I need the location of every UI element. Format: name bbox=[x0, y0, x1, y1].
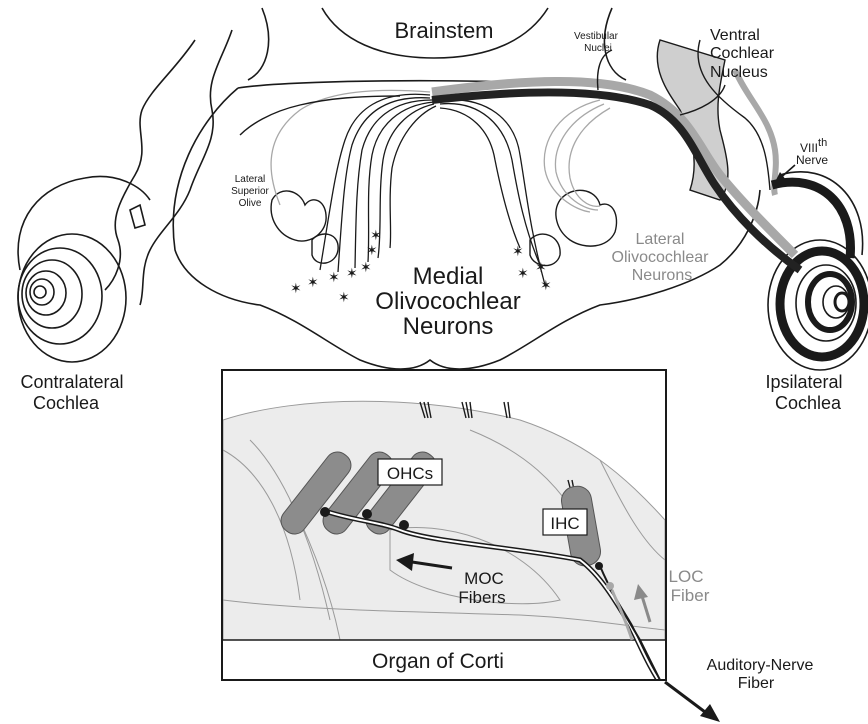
vcn-label-line2: Cochlear bbox=[710, 45, 775, 62]
moc-fibers-label-line2: Fibers bbox=[458, 588, 505, 607]
viii-nerve-word: Nerve bbox=[796, 153, 828, 167]
lso-label-line2: Superior bbox=[231, 186, 269, 197]
ipsilateral-cochlea-shape bbox=[768, 172, 868, 370]
an-fiber-arrow bbox=[665, 682, 705, 712]
contralateral-cochlea-label-line2: Cochlea bbox=[33, 393, 100, 413]
moc-fibers-label-line1: MOC bbox=[464, 569, 504, 588]
ihc-label: IHC bbox=[550, 514, 579, 533]
loc-neurons-label-line2: Olivocochlear bbox=[612, 249, 710, 266]
neuron-star: ✶ bbox=[360, 260, 372, 276]
moc-neurons-label-line2: Olivocochlear bbox=[375, 288, 520, 315]
loc-fiber-label-line1: LOC bbox=[669, 567, 704, 586]
organ-of-corti-label: Organ of Corti bbox=[372, 650, 504, 673]
neuron-star: ✶ bbox=[535, 260, 547, 276]
neuron-star: ✶ bbox=[307, 275, 319, 291]
neuron-star: ✶ bbox=[338, 290, 350, 306]
neuron-star: ✶ bbox=[512, 244, 524, 260]
an-fiber-label-line2: Fiber bbox=[738, 675, 775, 692]
ipsilateral-cochlea-label-line2: Cochlea bbox=[775, 393, 842, 413]
loc-neurons-label-line3: Neurons bbox=[632, 267, 692, 284]
ipsilateral-cochlea-label-line1: Ipsilateral bbox=[765, 372, 842, 392]
olivocochlear-tract-dark bbox=[432, 92, 800, 270]
contralateral-nerve bbox=[105, 30, 232, 305]
moc-neurons-label-line3: Neurons bbox=[403, 313, 494, 340]
moc-neurons-label-line1: Medial bbox=[413, 263, 484, 290]
contralateral-cochlea-shape bbox=[18, 177, 150, 362]
vestibular-nuclei-label-line2: Nuclei bbox=[584, 43, 612, 54]
lso-label-line1: Lateral bbox=[235, 174, 266, 185]
vcn-label-line3: Nucleus bbox=[710, 64, 768, 81]
neuron-star: ✶ bbox=[366, 243, 378, 259]
vcn-label-line1: Ventral bbox=[710, 27, 760, 44]
contralateral-cochlea-label-line1: Contralateral bbox=[20, 372, 123, 392]
ohcs-label: OHCs bbox=[387, 464, 433, 483]
an-fiber-label-line1: Auditory-Nerve bbox=[707, 657, 814, 674]
organ-of-corti-inset: OHCs IHC MOC Fibers LOC Fiber Organ of C… bbox=[222, 370, 710, 700]
neuron-star: ✶ bbox=[290, 281, 302, 297]
neuron-star: ✶ bbox=[370, 228, 382, 244]
loc-fiber-label-line2: Fiber bbox=[671, 586, 710, 605]
neuron-star: ✶ bbox=[517, 266, 529, 282]
brainstem-label: Brainstem bbox=[394, 18, 493, 43]
neuron-star: ✶ bbox=[540, 278, 552, 294]
neuron-star: ✶ bbox=[328, 270, 340, 286]
loc-neurons-label-line1: Lateral bbox=[636, 231, 685, 248]
lso-label-line3: Olive bbox=[239, 198, 262, 209]
vestibular-nuclei-label-line1: Vestibular bbox=[574, 31, 619, 42]
neuron-star: ✶ bbox=[346, 266, 358, 282]
